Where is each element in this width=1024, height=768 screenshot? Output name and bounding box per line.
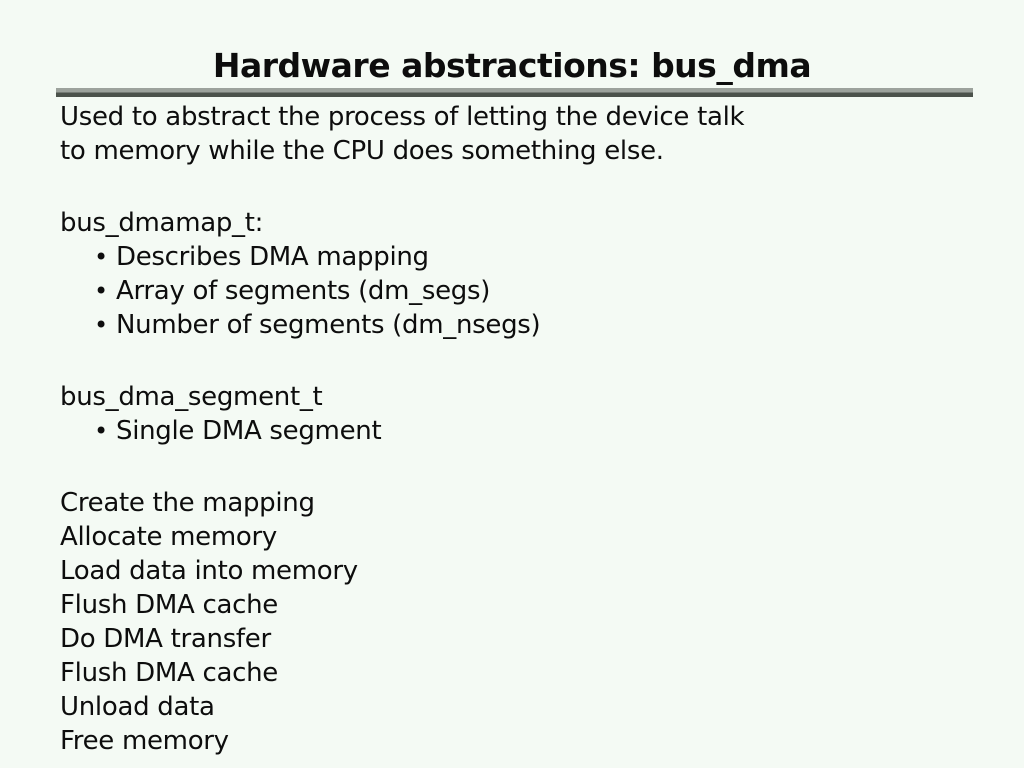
content-line: bus_dma_segment_t: [60, 382, 323, 412]
content-line: Allocate memory: [60, 522, 277, 552]
content-line: Unload data: [60, 692, 215, 722]
bullet-icon: •: [94, 311, 108, 339]
bullet-item: • Single DMA segment: [60, 414, 1004, 448]
blank-line: [60, 342, 1004, 380]
content-line: Load data into memory: [60, 556, 358, 586]
bullet-text: Array of segments (dm_segs): [116, 276, 491, 306]
blank-line: [60, 448, 1004, 486]
content-line: Create the mapping: [60, 488, 315, 518]
content-line: Flush DMA cache: [60, 658, 278, 688]
content-line: bus_dmamap_t:: [60, 208, 264, 238]
content-line: Free memory: [60, 726, 229, 756]
content-line: to memory while the CPU does something e…: [60, 136, 664, 166]
content-line: Used to abstract the process of letting …: [60, 102, 745, 132]
bullet-item: • Number of segments (dm_nsegs): [60, 308, 1004, 342]
bullet-item: • Describes DMA mapping: [60, 240, 1004, 274]
content-line: Flush DMA cache: [60, 590, 278, 620]
bullet-icon: •: [94, 243, 108, 271]
slide-body: Used to abstract the process of letting …: [60, 100, 1004, 758]
bullet-text: Single DMA segment: [116, 416, 382, 446]
slide-title: Hardware abstractions: bus_dma: [212, 46, 812, 85]
content-line: Do DMA transfer: [60, 624, 271, 654]
bullet-icon: •: [94, 417, 108, 445]
bullet-text: Number of segments (dm_nsegs): [116, 310, 541, 340]
bullet-icon: •: [94, 277, 108, 305]
title-underline-rule: [56, 88, 973, 97]
bullet-item: • Array of segments (dm_segs): [60, 274, 1004, 308]
bullet-text: Describes DMA mapping: [116, 242, 429, 272]
blank-line: [60, 168, 1004, 206]
